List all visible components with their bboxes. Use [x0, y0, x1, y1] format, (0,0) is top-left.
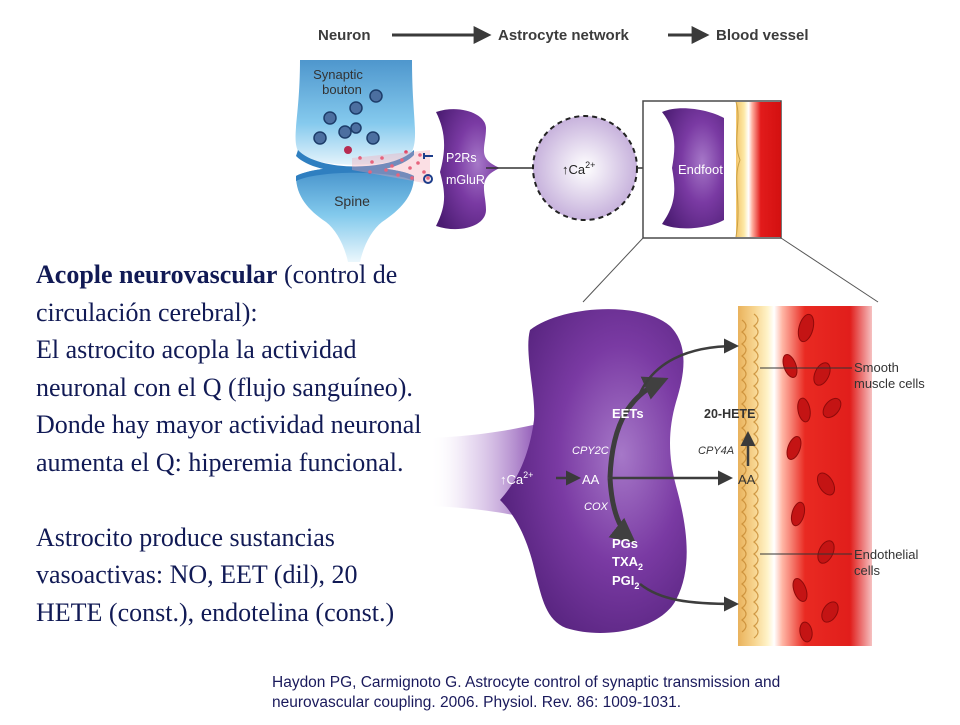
ca-detail-label: ↑Ca2+: [500, 470, 533, 487]
title-bold: Acople neurovascular: [36, 260, 278, 289]
spine-shape: [296, 167, 414, 262]
title-line: Acople neurovascular (control de: [36, 256, 526, 294]
transmitter-dots: [358, 150, 430, 180]
astrocyte-process-top: P2Rs mGluR: [423, 109, 554, 230]
calcium-wave: ↑Ca2+: [532, 115, 658, 221]
smooth-muscle-texture: [741, 313, 759, 639]
explanation-text: Acople neurovascular (control de circula…: [36, 256, 526, 631]
aa-right-label: AA: [738, 472, 756, 487]
text-line: circulación cerebral):: [36, 297, 258, 327]
header-flow: Neuron Astrocyte network Blood vessel: [318, 26, 809, 44]
text-line: El astrocito acopla la actividad: [36, 335, 357, 364]
spine-label: Spine: [334, 193, 370, 209]
vessel-small-wall: [735, 101, 741, 238]
vessel-small: [736, 102, 781, 237]
header-astrocyte-network: Astrocyte network: [498, 27, 630, 44]
ca-label: ↑Ca2+: [562, 160, 595, 177]
hete-label: 20-HETE: [704, 407, 755, 421]
text-line: aumenta el Q: hiperemia funcional.: [36, 447, 404, 477]
pgs-label: PGs: [612, 536, 638, 551]
vessel-fade: [850, 306, 880, 646]
cpy2c-label: CPY2C: [572, 445, 609, 457]
text-line: Astrocito produce sustancias: [36, 522, 335, 552]
text-line: Donde hay mayor actividad neuronal: [36, 410, 422, 439]
astrocyte-process-shape: [436, 109, 500, 230]
aa-left-label: AA: [582, 472, 600, 487]
arrow-aa-to-pgs: [607, 477, 636, 544]
mglur-receptor-icon: [423, 174, 433, 184]
citation: Haydon PG, Carmignoto G. Astrocyte contr…: [272, 673, 932, 713]
p2r-receptor-icon: [423, 153, 433, 159]
endothelial-label-2: cells: [854, 563, 881, 578]
title-rest: (control de: [277, 260, 398, 289]
smooth-muscle-label-2: muscle cells: [854, 376, 925, 391]
header-neuron: Neuron: [318, 27, 371, 44]
text-line: HETE (const.), endotelina (const.): [36, 597, 395, 627]
release-cloud: [352, 150, 430, 184]
red-blood-cells: [782, 313, 842, 643]
text-line: neuronal con el Q (flujo sanguíneo).: [36, 372, 413, 402]
cpy4a-label: CPY4A: [698, 445, 734, 457]
pgi2-label: PGI2: [612, 573, 639, 591]
synapse-illustration: Synaptic bouton Spine: [295, 60, 430, 262]
txa2-label: TXA2: [612, 554, 643, 572]
arrow-pgs-to-muscle: [639, 583, 739, 612]
zoom-line-left: [582, 237, 644, 303]
mglur-label: mGluR: [446, 173, 485, 187]
eets-label: EETs: [612, 406, 644, 421]
citation-line: neurovascular coupling. 2006. Physiol. R…: [272, 694, 682, 711]
arrow-aa-to-eets: [607, 376, 669, 479]
cox-label: COX: [584, 501, 609, 513]
endfoot-detail-shape: [500, 309, 687, 633]
endothelial-label-1: Endothelial: [854, 547, 918, 562]
vesicles: [313, 89, 383, 154]
text-gap: [36, 481, 526, 519]
pathway-arrows: [556, 338, 756, 612]
p2rs-label: P2Rs: [446, 151, 477, 165]
endfoot-label: Endfoot: [678, 162, 723, 177]
text-line: vasoactivas: NO, EET (dil), 20: [36, 560, 358, 589]
arrow-eets-to-muscle: [636, 338, 739, 399]
zoom-line-right: [780, 237, 879, 303]
endfoot-shape: [662, 108, 724, 229]
bouton-membrane: [296, 150, 414, 173]
citation-line: Haydon PG, Carmignoto G. Astrocyte contr…: [272, 674, 781, 691]
header-blood-vessel: Blood vessel: [716, 27, 809, 44]
detail-illustration: EETs CPY2C ↑Ca2+ AA COX PGs TXA2 PGI2 20…: [430, 306, 925, 646]
smooth-muscle-label-1: Smooth: [854, 360, 899, 375]
synaptic-bouton-label-2: bouton: [322, 82, 362, 97]
endfoot-region: Endfoot: [582, 100, 879, 303]
synaptic-bouton-label-1: Synaptic: [313, 67, 363, 82]
